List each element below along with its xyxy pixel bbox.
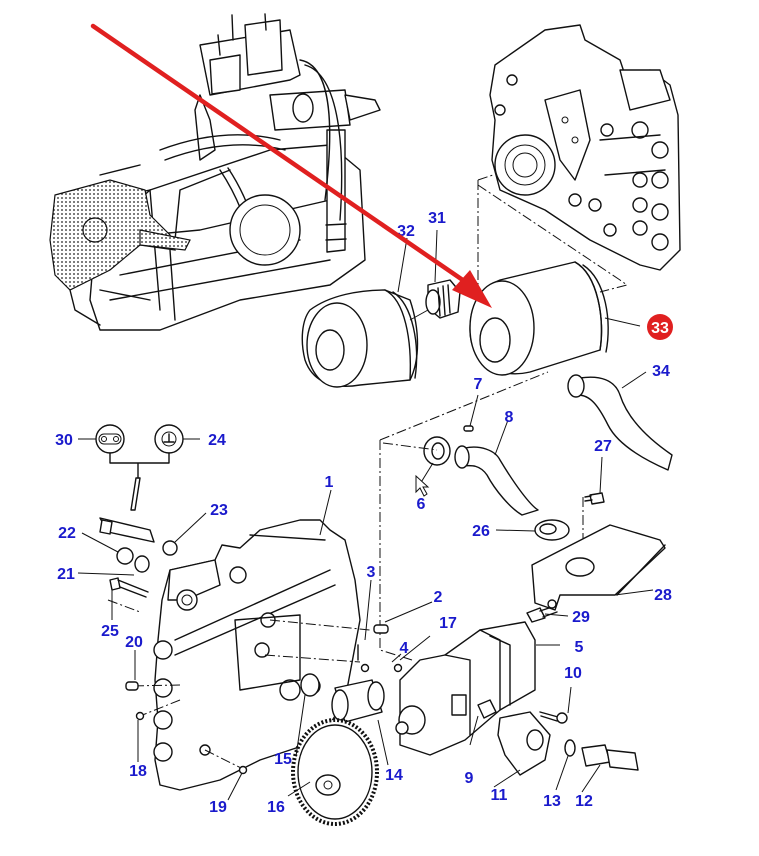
callout-25[interactable]: 25	[101, 623, 119, 640]
part-15-seal	[300, 673, 320, 697]
part-24-connector	[154, 424, 184, 454]
part-17-washer	[393, 663, 403, 673]
pump-port	[451, 694, 467, 716]
tractor-transmission-assembly	[49, 13, 381, 331]
callout-14[interactable]: 14	[385, 767, 403, 784]
callout-6[interactable]: 6	[417, 496, 426, 513]
highlight-badge	[647, 314, 673, 340]
part-21-washer	[134, 555, 150, 573]
callout-7[interactable]: 7	[474, 376, 483, 393]
callout-33-highlight[interactable]: 33	[647, 314, 673, 340]
part-19-washer	[238, 765, 248, 775]
part-8-suction-pipe	[454, 445, 539, 516]
callout-15[interactable]: 15	[274, 751, 292, 768]
callout-9[interactable]: 9	[465, 770, 474, 787]
part-13-oring	[564, 739, 576, 757]
part-28-bracket-plate	[531, 524, 666, 611]
part-31-adapter	[409, 279, 461, 321]
part-16-gear	[291, 718, 379, 826]
leader-lines	[77, 229, 654, 801]
hydraulic-cover-plate	[489, 24, 681, 271]
callout-24[interactable]: 24	[208, 432, 226, 449]
part-9-gasket	[477, 699, 497, 719]
part-23-nut	[162, 540, 178, 556]
part-11-elbow	[497, 711, 551, 776]
part-18-washer	[135, 711, 145, 721]
callout-29[interactable]: 29	[572, 609, 590, 626]
part-32-filter	[301, 289, 419, 388]
callout-11[interactable]: 11	[491, 787, 508, 804]
switch-cable	[99, 477, 155, 543]
arrow-head-icon	[452, 270, 492, 308]
callout-30[interactable]: 30	[55, 432, 73, 449]
callout-5[interactable]: 5	[575, 639, 584, 656]
callout-17[interactable]: 17	[439, 615, 457, 632]
part-4-washer	[360, 663, 370, 673]
callout-23[interactable]: 23	[210, 502, 228, 519]
part-2-pin	[373, 624, 389, 634]
callout-26[interactable]: 26	[472, 523, 490, 540]
callout-12[interactable]: 12	[575, 793, 593, 810]
part-14-sleeve	[331, 679, 385, 723]
callout-16[interactable]: 16	[267, 799, 285, 816]
mouse-cursor-icon	[415, 474, 430, 497]
part-30-connector	[95, 424, 125, 454]
part-7-pin	[463, 425, 474, 432]
part-25-bolt	[109, 577, 149, 598]
part-12-pipe	[581, 744, 639, 771]
callout-34[interactable]: 34	[652, 363, 670, 380]
callout-27[interactable]: 27	[594, 438, 612, 455]
part-22-nut	[116, 547, 134, 565]
part-26-gasket	[534, 519, 570, 541]
housing-bosses	[153, 566, 321, 762]
callout-3[interactable]: 3	[367, 564, 376, 581]
callout-33[interactable]: 33	[651, 320, 669, 337]
port-bosses	[494, 74, 669, 251]
part-5-hydraulic-pump	[395, 621, 536, 756]
callout-10[interactable]: 10	[564, 665, 582, 682]
part-10-bolt	[539, 711, 568, 724]
part-27-bolt	[584, 492, 605, 505]
part-29-bolt	[526, 599, 558, 623]
callout-8[interactable]: 8	[505, 409, 514, 426]
callout-1[interactable]: 1	[325, 474, 334, 491]
callout-labels: 1 2 3 4 5 6 7 8 9 10 11 12 13 14 15 16 1…	[55, 210, 672, 816]
callout-13[interactable]: 13	[543, 793, 561, 810]
callout-20[interactable]: 20	[125, 634, 143, 651]
part-33-filter	[469, 261, 609, 376]
red-pointer-arrow	[90, 23, 492, 308]
part-6-washer	[423, 436, 451, 466]
callout-18[interactable]: 18	[129, 763, 147, 780]
callout-28[interactable]: 28	[654, 587, 672, 604]
callout-21[interactable]: 21	[57, 566, 75, 583]
callout-19[interactable]: 19	[209, 799, 227, 816]
callout-31[interactable]: 31	[428, 210, 446, 227]
part-1-housing	[153, 519, 361, 791]
callout-2[interactable]: 2	[434, 589, 443, 606]
callout-4[interactable]: 4	[400, 640, 409, 657]
part-34-return-pipe	[567, 374, 673, 471]
callout-22[interactable]: 22	[58, 525, 76, 542]
part-20-pin	[125, 681, 139, 691]
